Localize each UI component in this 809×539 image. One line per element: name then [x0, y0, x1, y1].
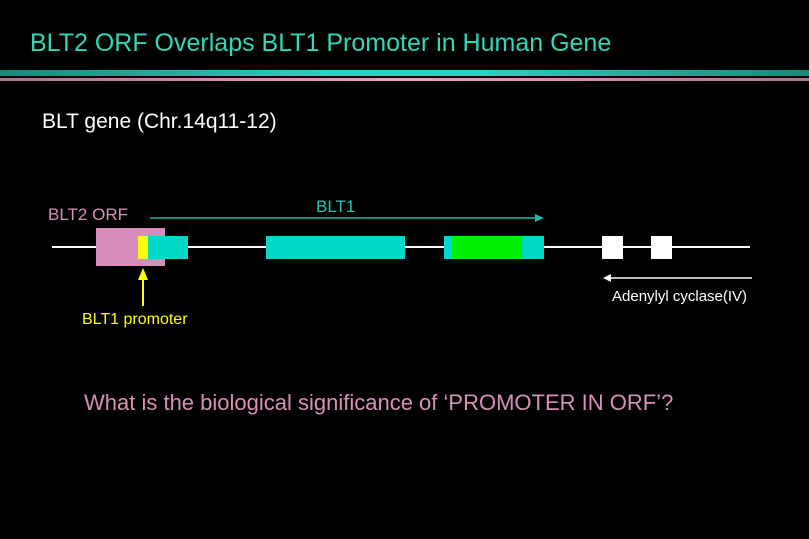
blt2-orf-label: BLT2 ORF	[48, 205, 128, 224]
blt1-promoter-box	[138, 236, 148, 259]
blt1-label: BLT1	[316, 197, 356, 216]
adenylyl-arrow-icon	[603, 274, 752, 282]
adenylyl-exon-2	[651, 236, 672, 259]
green-region	[452, 236, 522, 259]
blt1-exon-2	[266, 236, 405, 259]
promoter-arrow-icon	[138, 268, 148, 306]
adenylyl-exon-1	[602, 236, 623, 259]
subtitle: BLT gene (Chr.14q11-12)	[42, 110, 277, 133]
question-text: What is the biological significance of ‘…	[84, 390, 674, 415]
title-rule-teal	[0, 70, 809, 76]
blt1-exon-1	[148, 236, 188, 259]
blt1-arrow-icon	[150, 214, 544, 222]
blt1-promoter-label: BLT1 promoter	[82, 311, 188, 328]
adenylyl-cyclase-label: Adenylyl cyclase(IV)	[612, 288, 748, 305]
title-rule-pink	[0, 78, 809, 81]
slide-title: BLT2 ORF Overlaps BLT1 Promoter in Human…	[30, 29, 612, 57]
